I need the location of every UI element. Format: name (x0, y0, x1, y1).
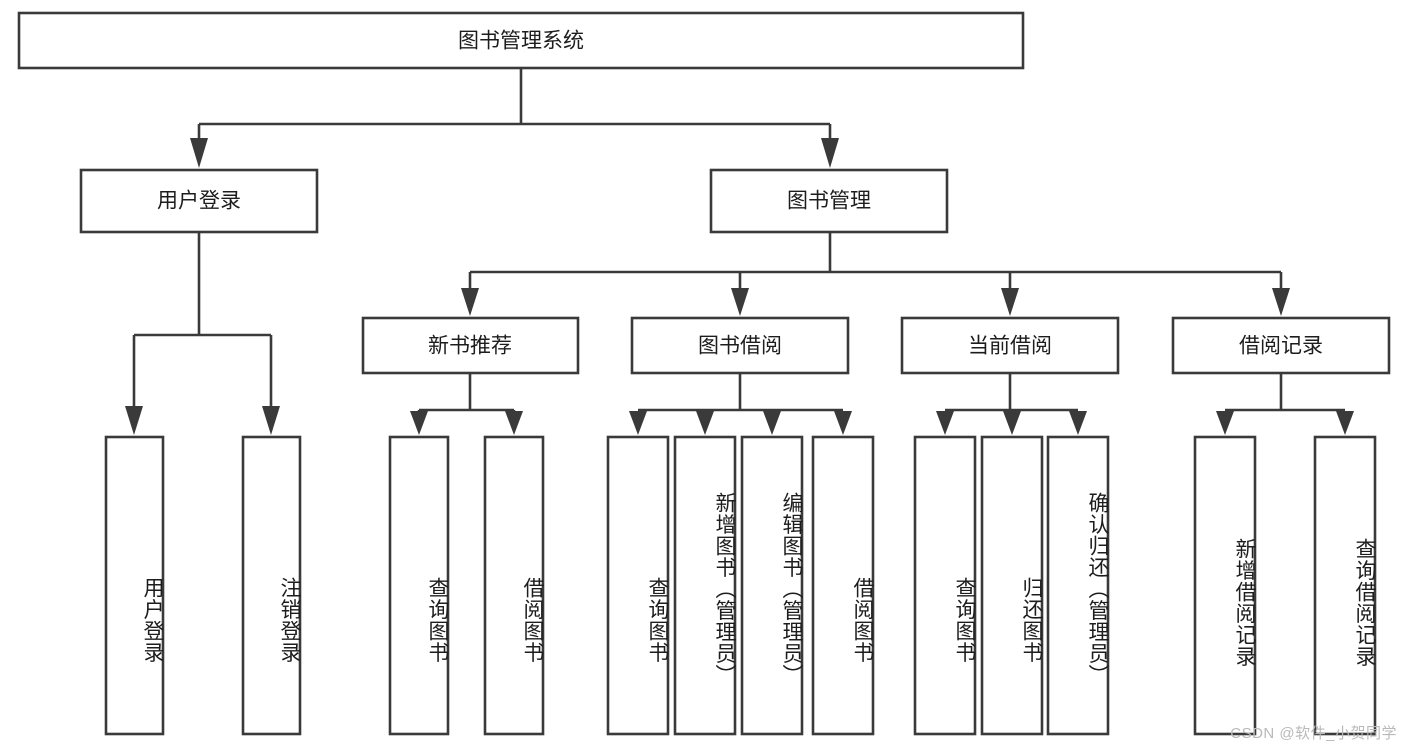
arrowhead-leaf-query-book-2 (629, 411, 647, 435)
arrowhead-leaf-add-record (1216, 411, 1234, 435)
arrowhead-leaf-add-book (696, 411, 714, 435)
connectors-current-borrow-to-leaves (936, 373, 1087, 435)
arrowhead-current-borrow (1001, 288, 1019, 316)
leaf-return-book-box[interactable] (980, 435, 1044, 736)
node-book-manage[interactable]: 图书管理 (709, 168, 949, 234)
leaf-query-book-1-box[interactable] (388, 435, 450, 736)
connectors-user-login-to-leaves (125, 232, 280, 435)
leaf-query-book-2-box[interactable] (606, 435, 670, 736)
node-borrow-record[interactable]: 借阅记录 (1171, 316, 1391, 375)
arrowhead-leaf-return-book (1003, 411, 1021, 435)
node-user-login-box (79, 168, 319, 234)
arrowhead-leaf-borrow-book-1 (505, 411, 523, 435)
leaf-user-login-box[interactable] (104, 435, 165, 736)
leaf-logout-box[interactable] (241, 435, 302, 736)
connectors-book-manage-to-level3 (461, 232, 1290, 316)
node-current-borrow[interactable]: 当前借阅 (900, 316, 1120, 375)
connectors-borrow-record-to-leaves (1216, 373, 1354, 435)
leaf-add-record-box[interactable] (1193, 435, 1257, 736)
arrowhead-new-book-recommend (461, 288, 479, 316)
node-new-book-recommend-label: 新书推荐 (428, 335, 512, 358)
arrowhead-leaf-query-book-3 (936, 411, 954, 435)
leaf-confirm-return-box[interactable] (1046, 435, 1110, 736)
connectors-book-borrow-to-leaves (629, 373, 852, 435)
node-new-book-recommend-box (361, 316, 580, 375)
node-book-manage-label: 图书管理 (787, 190, 871, 213)
node-book-borrow-label: 图书借阅 (698, 335, 782, 358)
leaf-edit-book-box[interactable] (740, 435, 804, 736)
arrowhead-borrow-record (1272, 288, 1290, 316)
arrowhead-leaf-user-login (125, 406, 143, 435)
arrowhead-book-manage (821, 138, 839, 168)
node-book-borrow-box (630, 316, 850, 375)
arrowhead-leaf-confirm-return (1069, 411, 1087, 435)
leaf-borrow-book-2-box[interactable] (811, 435, 875, 736)
node-new-book-recommend[interactable]: 新书推荐 (361, 316, 580, 375)
arrowhead-leaf-edit-book (763, 411, 781, 435)
node-root-label: 图书管理系统 (458, 30, 584, 53)
connectors-new-book-recommend-to-leaves (410, 373, 523, 435)
leaf-borrow-book-1-box[interactable] (483, 435, 545, 736)
leaf-boxes (104, 435, 1377, 736)
node-current-borrow-label: 当前借阅 (968, 335, 1052, 358)
node-borrow-record-label: 借阅记录 (1239, 335, 1323, 358)
arrowhead-book-borrow (731, 288, 749, 316)
arrowhead-leaf-logout (262, 406, 280, 435)
node-book-borrow[interactable]: 图书借阅 (630, 316, 850, 375)
node-root[interactable]: 图书管理系统 (17, 11, 1025, 70)
leaf-query-book-3-box[interactable] (913, 435, 977, 736)
node-user-login-label: 用户登录 (157, 190, 241, 213)
node-borrow-record-box (1171, 316, 1391, 375)
leaf-add-book-box[interactable] (673, 435, 737, 736)
leaf-query-record-box[interactable] (1313, 435, 1377, 736)
arrowhead-leaf-query-book-1 (410, 411, 428, 435)
arrowhead-leaf-query-record (1336, 411, 1354, 435)
node-book-manage-box (709, 168, 949, 234)
csdn-watermark: CSDN @软件_小贺同学 (1230, 725, 1397, 742)
node-root-box (17, 11, 1025, 70)
node-user-login[interactable]: 用户登录 (79, 168, 319, 234)
node-current-borrow-box (900, 316, 1120, 375)
arrowhead-leaf-borrow-book-2 (834, 411, 852, 435)
connectors-root-to-level2 (190, 68, 839, 168)
arrowhead-user-login (190, 138, 208, 168)
